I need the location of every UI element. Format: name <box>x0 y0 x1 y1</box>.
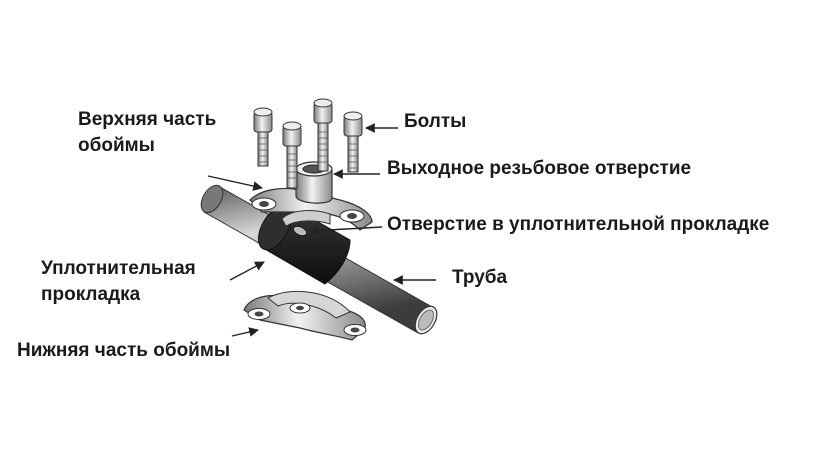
leader-lines <box>207 123 436 337</box>
bolt <box>253 107 273 167</box>
label-gasket-2: прокладка <box>41 284 141 305</box>
arrow-gasket-hole <box>309 225 383 236</box>
label-bolts: Болты <box>404 111 467 132</box>
label-pipe: Труба <box>452 267 508 288</box>
label-lower-clamp: Нижняя часть обоймы <box>17 340 231 361</box>
bolt <box>313 98 333 172</box>
bolt <box>343 111 363 173</box>
label-upper-clamp-1: Верхняя часть <box>78 109 217 130</box>
arrow-gasket <box>229 261 265 281</box>
arrow-upper-clamp <box>207 175 263 191</box>
label-outlet: Выходное резьбовое отверстие <box>387 158 692 179</box>
label-gasket-1: Уплотнительная <box>41 258 196 279</box>
label-upper-clamp-2: обоймы <box>78 135 155 156</box>
lower-clamp <box>243 290 367 341</box>
arrow-lower-clamp <box>231 327 259 337</box>
label-gasket-hole: Отверстие в уплотнительной прокладке <box>387 214 770 235</box>
bolt <box>282 121 302 189</box>
